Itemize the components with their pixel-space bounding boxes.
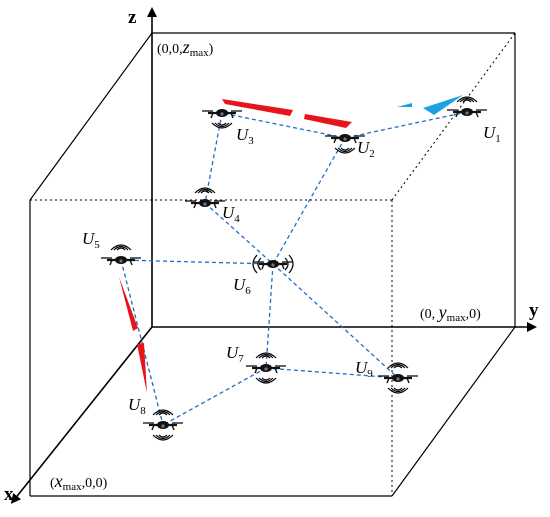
- drone-icon: [325, 134, 365, 154]
- uav-node-u3: U3: [202, 109, 254, 147]
- signal-icon: [334, 147, 356, 154]
- x-axis: [10, 326, 153, 504]
- hidden-edges: [30, 32, 516, 496]
- drone-icon: [202, 109, 242, 129]
- signal-icon: [110, 244, 132, 251]
- uav-label-u1: U1: [483, 123, 501, 145]
- drone-icon: [246, 352, 286, 384]
- corner-label-xmax: (xmax,0,0): [50, 471, 108, 493]
- uav-label-u5: U5: [82, 229, 100, 251]
- coordinate-box: [29, 32, 516, 497]
- red-beam: [222, 99, 293, 116]
- link-U7-U8: [162, 367, 267, 426]
- link-U2-U6: [272, 137, 346, 265]
- communication-links: [120, 111, 468, 426]
- axes: [10, 7, 537, 504]
- uav-label-u6: U6: [233, 275, 251, 297]
- z-axis-label: z: [128, 7, 137, 28]
- link-U6-U9: [272, 263, 399, 379]
- red-beam: [137, 343, 147, 393]
- beams: [119, 95, 463, 393]
- uav-node-u9: U9: [355, 358, 418, 394]
- drone-icon: [378, 362, 418, 394]
- uav-node-u5: U5: [82, 229, 141, 266]
- uav-label-u2: U2: [357, 138, 375, 160]
- x-axis-label: x: [4, 484, 14, 505]
- link-U5-U8: [120, 259, 164, 426]
- drone-icon: [447, 96, 487, 118]
- uav-label-u4: U4: [222, 203, 240, 225]
- drone-icon: [185, 187, 225, 209]
- uav-node-u2: U2: [325, 134, 375, 160]
- signal-icon: [387, 362, 409, 394]
- uav-label-u8: U8: [128, 395, 146, 417]
- signal-icon: [152, 409, 174, 441]
- corner-label-zmax: (0,0,zmax): [157, 37, 214, 59]
- hidden-edge: [391, 32, 516, 201]
- signal-icon: [211, 122, 233, 129]
- uav-label-u7: U7: [226, 343, 244, 365]
- link-U4-U6: [204, 202, 274, 265]
- box-edge: [391, 326, 516, 497]
- link-U7-U9: [265, 367, 399, 379]
- drone-icon: [252, 254, 294, 274]
- uav-node-u6: U6: [233, 254, 294, 297]
- uav-label-u3: U3: [236, 125, 254, 147]
- drone-icon: [101, 244, 141, 266]
- signal-icon: [456, 96, 478, 103]
- red-beam: [304, 114, 352, 128]
- y-axis-label: y: [529, 300, 539, 321]
- uav-label-u9: U9: [355, 358, 373, 380]
- corner-label-ymax: (0, ymax,0): [420, 302, 481, 324]
- signal-icon: [255, 352, 277, 384]
- blue-beam: [397, 103, 412, 107]
- box-edge: [29, 32, 153, 201]
- signal-icon: [194, 187, 216, 194]
- red-beam: [119, 277, 138, 331]
- uav-node-u8: U8: [128, 395, 183, 441]
- link-U1-U2: [344, 111, 468, 139]
- link-U6-U7: [265, 263, 274, 369]
- uav-node-u7: U7: [226, 343, 286, 384]
- uav-node-u1: U1: [447, 96, 501, 145]
- uav-node-u4: U4: [185, 187, 240, 225]
- signal-icon: [252, 254, 294, 274]
- blue-beam: [423, 95, 463, 115]
- drone-icon: [143, 409, 183, 441]
- link-U5-U6: [120, 259, 274, 265]
